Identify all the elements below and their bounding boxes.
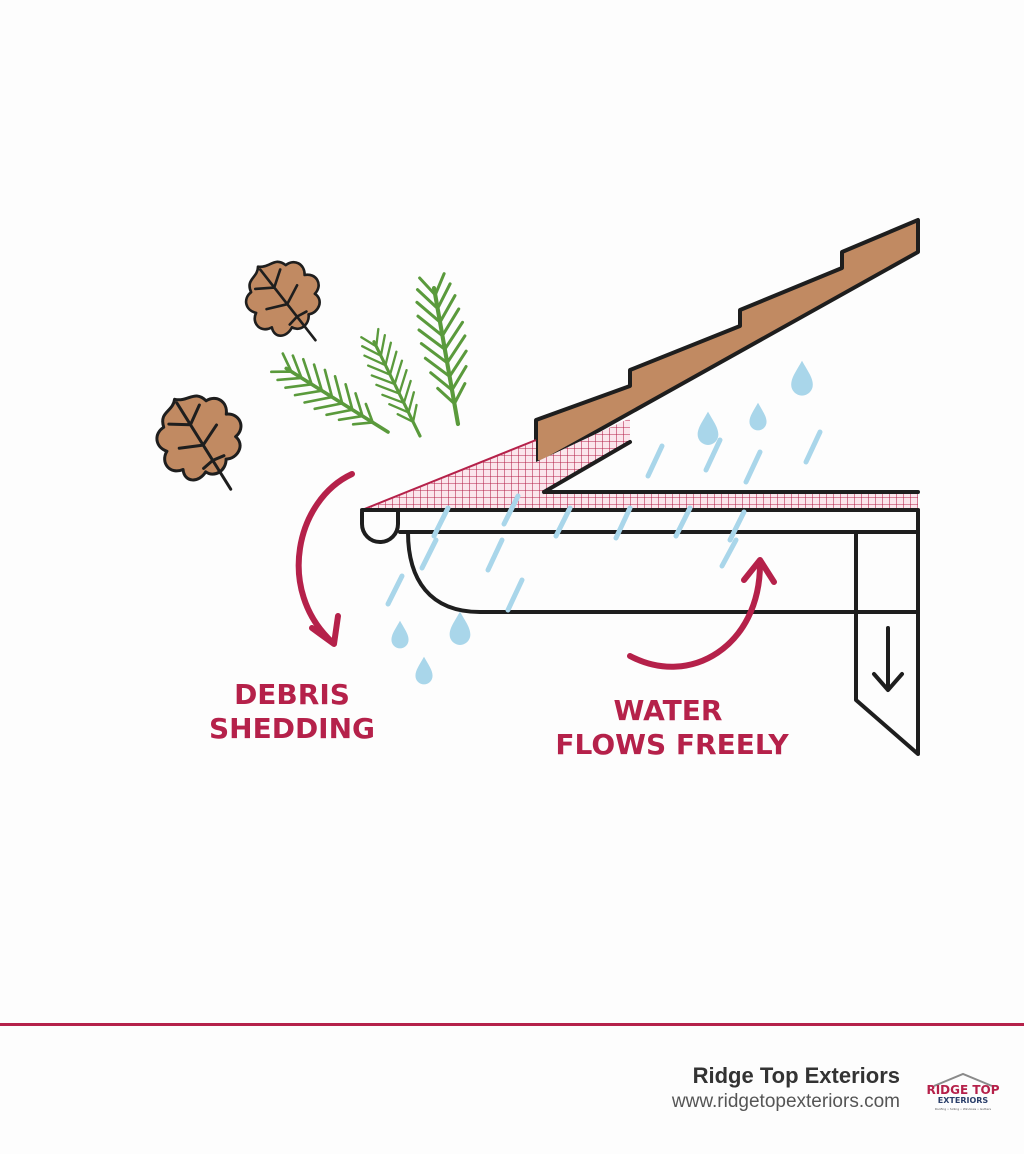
down-arrow-icon (872, 626, 904, 692)
debris-label-line1: DEBRIS (234, 678, 350, 711)
roof-shingles (534, 218, 920, 464)
curved-arrow-icon (627, 557, 777, 670)
water-label-line1: WATER (614, 694, 723, 727)
water-label-line2: FLOWS FREELY (555, 728, 789, 761)
footer-brand: Ridge Top Exteriors www.ridgetopexterior… (672, 1062, 900, 1114)
debris-label-line2: SHEDDING (209, 712, 375, 745)
oak-leaf-icon (227, 241, 348, 365)
brand-url[interactable]: www.ridgetopexteriors.com (671, 1091, 900, 1112)
curved-arrow-icon (295, 471, 355, 647)
logo-line2: EXTERIORS (938, 1096, 989, 1105)
logo-tagline: Roofing • Siding • Windows • Gutters (935, 1107, 992, 1111)
company-logo: RIDGE TOP EXTERIORS Roofing • Siding • W… (926, 1072, 1000, 1111)
gutter-guard-diagram: DEBRIS SHEDDING WATER FLOWS FREELY (137, 218, 920, 761)
oak-leaf-icon (137, 374, 270, 513)
gutter-guard-mesh (362, 418, 918, 510)
footer-divider (0, 1023, 1024, 1026)
rain-streaks (385, 429, 823, 613)
roof-logo-icon (933, 1072, 993, 1087)
brand-name: Ridge Top Exteriors (692, 1063, 900, 1088)
logo-line1: RIDGE TOP (926, 1083, 999, 1097)
gutter (360, 508, 920, 756)
pine-sprig-icon (410, 272, 480, 428)
